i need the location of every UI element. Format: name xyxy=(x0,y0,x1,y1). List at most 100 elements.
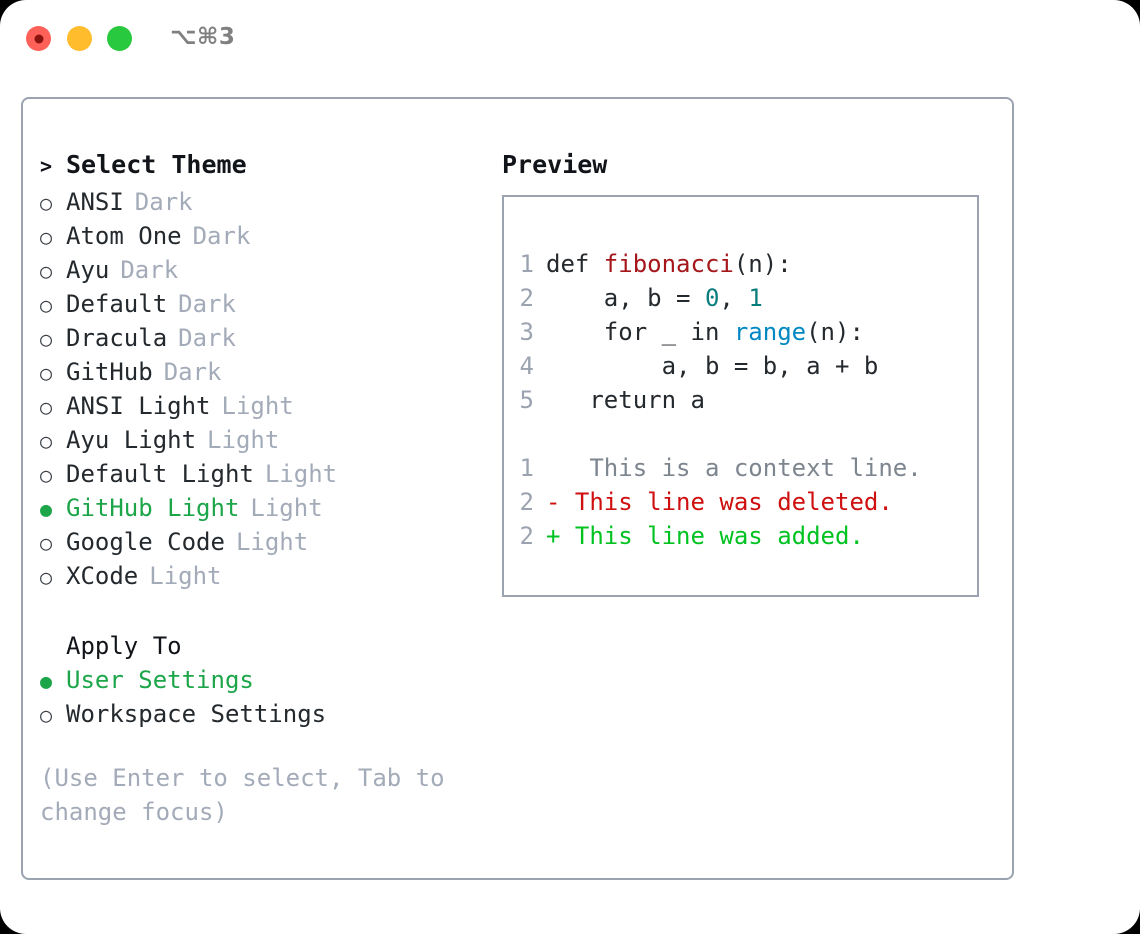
code-token-plain: (n): xyxy=(733,250,792,278)
apply-to-option-user-settings[interactable]: ● User Settings xyxy=(40,663,490,697)
theme-option-default[interactable]: ○ Default Dark xyxy=(40,287,490,321)
theme-variant-tag: Light xyxy=(264,460,338,488)
radio-unselected-icon: ○ xyxy=(40,259,53,283)
maximize-button[interactable] xyxy=(107,26,132,51)
theme-option-label: XCode xyxy=(66,562,139,590)
code-line: 5 return a xyxy=(504,383,977,417)
theme-variant-tag: Light xyxy=(235,528,309,556)
diff-line-text: This line was deleted. xyxy=(560,488,893,516)
preview-heading: Preview xyxy=(502,150,608,179)
code-token-plain: (n): xyxy=(806,318,864,346)
code-token-builtin: range xyxy=(733,318,807,346)
apply-to-list: ● User Settings ○ Workspace Settings xyxy=(40,663,490,731)
code-line: 2 a, b = 0, 1 xyxy=(504,281,977,315)
radio-unselected-icon: ○ xyxy=(40,191,53,215)
code-token-plain: return a xyxy=(546,386,705,414)
keyboard-hint-text: (Use Enter to select, Tab to change focu… xyxy=(40,764,445,826)
theme-variant-tag: Dark xyxy=(178,324,236,352)
code-line-number: 2 xyxy=(519,284,534,312)
apply-to-option-label: User Settings xyxy=(66,666,254,694)
radio-unselected-icon: ○ xyxy=(40,293,53,317)
close-button[interactable] xyxy=(26,26,51,51)
theme-variant-tag: Dark xyxy=(192,222,251,250)
radio-unselected-icon: ○ xyxy=(40,429,53,453)
radio-unselected-icon: ○ xyxy=(40,565,53,589)
code-line: 3 for _ in range(n): xyxy=(504,315,977,349)
radio-unselected-icon: ○ xyxy=(40,703,53,727)
select-theme-heading-label: Select Theme xyxy=(66,150,247,179)
radio-selected-icon: ● xyxy=(40,669,53,693)
diff-line-deleted: 2- This line was deleted. xyxy=(504,485,977,519)
apply-to-option-workspace-settings[interactable]: ○ Workspace Settings xyxy=(40,697,490,731)
diff-line-number: 1 xyxy=(519,454,534,482)
theme-variant-tag: Light xyxy=(250,494,323,522)
theme-variant-tag: Dark xyxy=(120,256,179,284)
radio-unselected-icon: ○ xyxy=(40,327,53,351)
code-token-num: 0 xyxy=(704,284,720,312)
radio-unselected-icon: ○ xyxy=(40,395,53,419)
code-line-number: 4 xyxy=(519,352,534,380)
prompt-caret-icon: > xyxy=(40,154,53,178)
code-token-plain: for _ in xyxy=(546,318,734,346)
window-shortcut-label: ⌥⌘3 xyxy=(170,24,236,50)
radio-unselected-icon: ○ xyxy=(40,531,53,555)
apply-to-heading: · Apply To xyxy=(40,629,490,663)
radio-unselected-icon: ○ xyxy=(40,225,53,249)
select-theme-heading: > Select Theme xyxy=(40,147,490,183)
theme-option-label: ANSI xyxy=(66,188,124,216)
diff-line-number: 2 xyxy=(519,522,534,550)
apply-to-option-label: Workspace Settings xyxy=(66,700,327,728)
diff-sample: 1 This is a context line. 2- This line wa… xyxy=(504,451,977,553)
theme-option-github[interactable]: ○ GitHub Dark xyxy=(40,355,490,389)
code-line-number: 3 xyxy=(519,318,534,346)
radio-unselected-icon: ○ xyxy=(40,361,53,385)
code-line-number: 5 xyxy=(519,386,534,414)
diff-line-text: This is a context line. xyxy=(560,454,922,482)
code-line: 4 a, b = b, a + b xyxy=(504,349,977,383)
apply-to-section: · Apply To ● User Settings ○ Workspace Sett… xyxy=(40,629,490,731)
theme-option-atom-one[interactable]: ○ Atom One Dark xyxy=(40,219,490,253)
diff-sign: + xyxy=(546,522,561,550)
theme-option-label: GitHub Light xyxy=(66,494,240,522)
code-diff-separator xyxy=(504,417,977,451)
minimize-button[interactable] xyxy=(67,26,92,51)
code-token-plain: a, b = xyxy=(546,284,705,312)
diff-sign xyxy=(546,451,560,485)
theme-option-label: ANSI Light xyxy=(66,392,211,420)
theme-option-xcode[interactable]: ○ XCode Light xyxy=(40,559,490,593)
diff-sign: - xyxy=(546,488,561,516)
theme-option-label: Default xyxy=(66,290,168,318)
theme-option-dracula[interactable]: ○ Dracula Dark xyxy=(40,321,490,355)
theme-option-label: Dracula xyxy=(66,324,168,352)
code-token-plain: a, b = b, a + b xyxy=(546,352,879,380)
radio-unselected-icon: ○ xyxy=(40,463,53,487)
apply-to-heading-label: Apply To xyxy=(66,632,182,660)
theme-option-label: Ayu Light xyxy=(66,426,197,454)
code-token-plain: , xyxy=(719,284,749,312)
theme-option-default-light[interactable]: ○ Default Light Light xyxy=(40,457,490,491)
spacer-icon: · xyxy=(40,630,66,664)
code-token-fn: fibonacci xyxy=(603,250,734,278)
theme-option-ayu[interactable]: ○ Ayu Dark xyxy=(40,253,490,287)
theme-variant-tag: Dark xyxy=(163,358,222,386)
theme-option-label: Ayu xyxy=(66,256,110,284)
theme-option-label: Atom One xyxy=(66,222,182,250)
theme-variant-tag: Light xyxy=(149,562,222,590)
theme-option-label: GitHub xyxy=(66,358,153,386)
theme-option-label: Default Light xyxy=(66,460,254,488)
theme-variant-tag: Dark xyxy=(178,290,236,318)
code-line-number: 1 xyxy=(519,250,534,278)
